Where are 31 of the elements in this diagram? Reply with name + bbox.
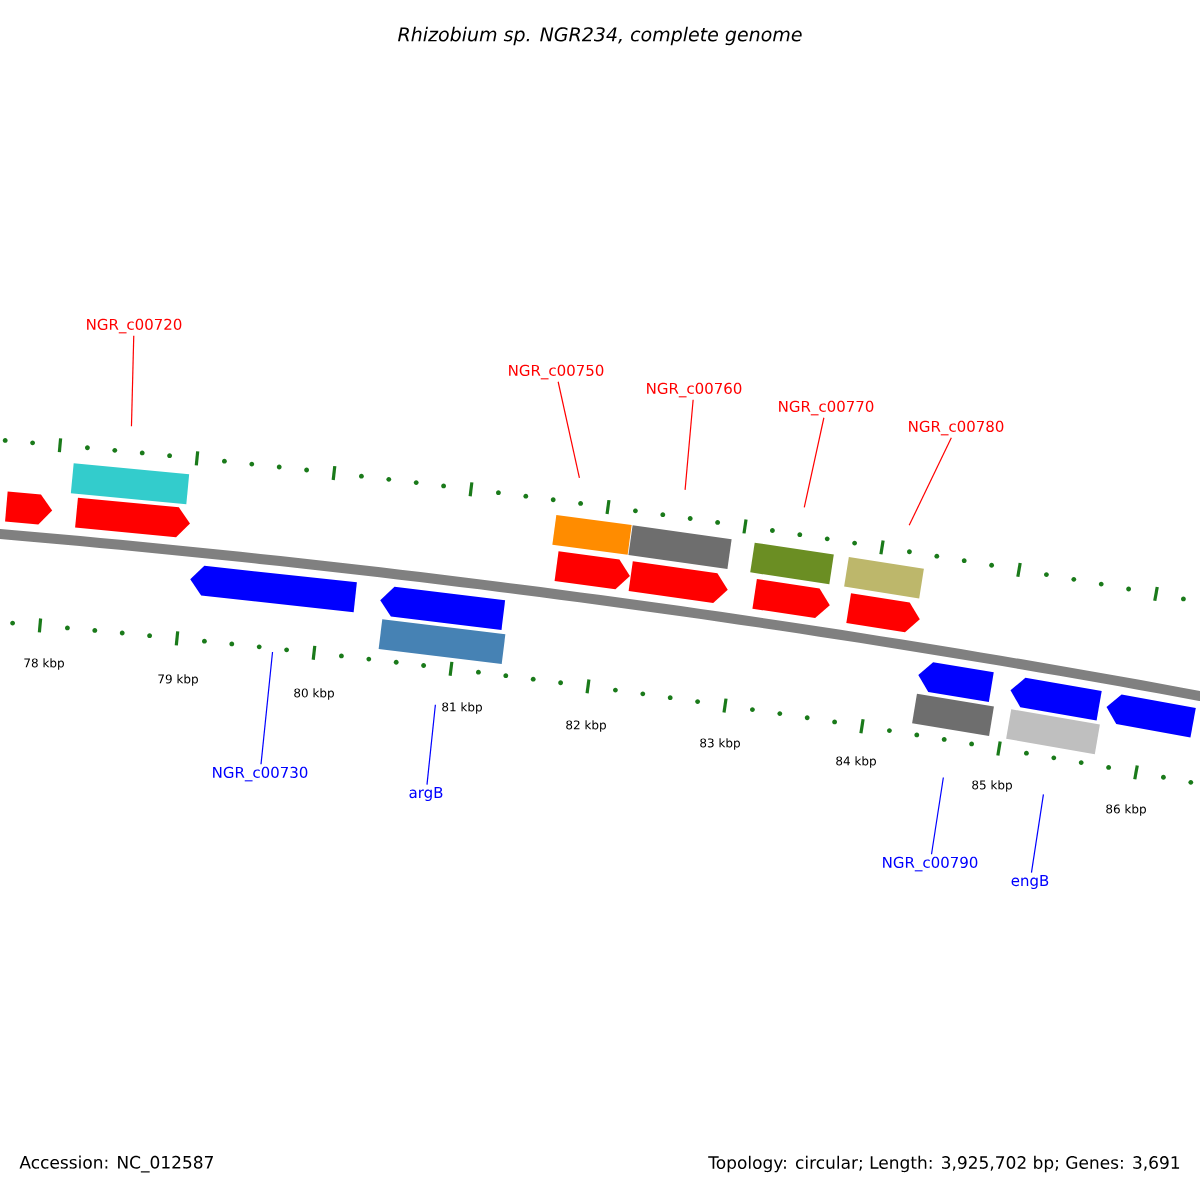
leader-line (557, 381, 580, 479)
leader-line (426, 704, 436, 786)
gene-bar (70, 463, 190, 505)
leader-line (803, 417, 825, 508)
gene-bar (1006, 709, 1100, 755)
gene-block (5, 491, 53, 525)
leader-line (930, 776, 944, 855)
leader-line (130, 335, 135, 427)
leader-line (684, 399, 694, 491)
gene-block (1010, 677, 1102, 721)
gene-bar (552, 515, 632, 555)
gene-bar (912, 693, 994, 736)
gene-block (75, 497, 190, 538)
gene-block (752, 579, 830, 619)
leader-line (260, 651, 274, 765)
genome-info-text: Topology: circular; Length: 3,925,702 bp; Genes: 3,691 (708, 1155, 1180, 1173)
gene-block (1106, 694, 1196, 738)
accession-text: Accession: NC_012587 (19, 1155, 213, 1173)
leader-line (908, 437, 952, 526)
gene-block (380, 586, 506, 631)
gene-block (918, 662, 994, 702)
gene-block (190, 565, 357, 613)
gene-bar (378, 619, 506, 665)
gene-block (554, 551, 630, 590)
gene-bar (750, 542, 834, 585)
leader-line (1030, 793, 1044, 874)
title: Rhizobium sp. NGR234, complete genome (398, 26, 802, 46)
gene-bar (844, 556, 924, 599)
gene-bar (628, 525, 732, 569)
gene-block (846, 593, 920, 633)
gene-block (628, 561, 728, 603)
